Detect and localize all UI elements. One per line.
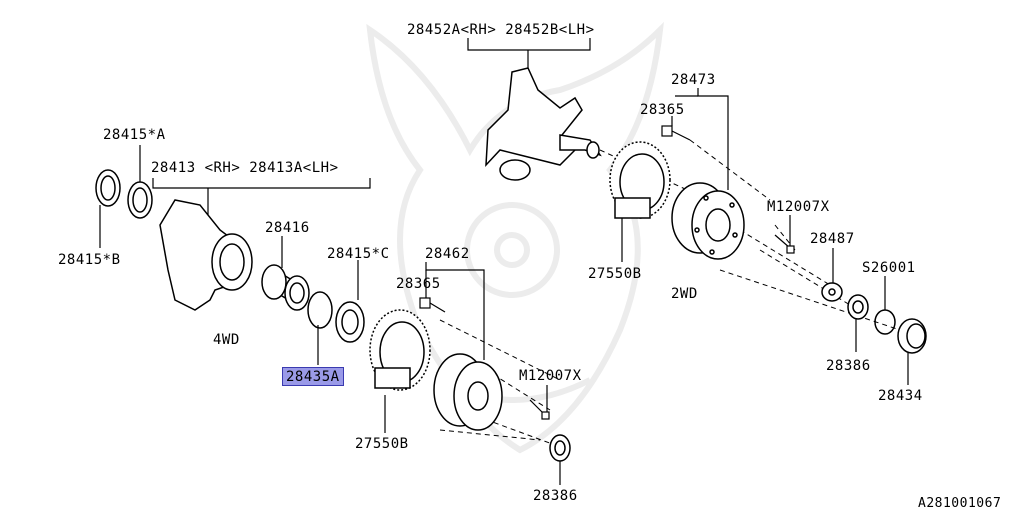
label-bolt-m-4wd: M12007X	[519, 368, 582, 384]
seal-c-part	[335, 301, 365, 343]
label-seal-b: 28415*B	[58, 252, 121, 268]
bolt-4wd-part	[419, 297, 446, 313]
label-bearing: 28416	[265, 220, 310, 236]
label-clip: S26001	[862, 260, 916, 276]
label-hub-4wd: 28462	[425, 246, 470, 262]
label-cap: 28434	[878, 388, 923, 404]
label-washer: 28487	[810, 231, 855, 247]
label-nut-2wd: 28386	[826, 358, 871, 374]
nut-4wd-part	[549, 434, 571, 462]
sensor-rotor-4wd-part	[369, 309, 431, 391]
bolt-2wd-part	[661, 125, 691, 141]
label-rear-knuckle: 28452A<RH> 28452B<LH>	[407, 22, 595, 38]
label-mode-4wd: 4WD	[213, 332, 240, 348]
label-snap-ring-highlighted[interactable]: 28435A	[282, 367, 344, 386]
label-hub-2wd: 28473	[671, 72, 716, 88]
label-seal-c: 28415*C	[327, 246, 390, 262]
rear-knuckle-part	[485, 67, 602, 181]
label-seal-a: 28415*A	[103, 127, 166, 143]
seal-a-part	[127, 181, 153, 219]
diagram-id: A281001067	[918, 496, 1002, 511]
snap-ring-part	[307, 291, 333, 329]
label-bolt-4wd: 28365	[396, 276, 441, 292]
bearing-part	[261, 264, 310, 311]
label-sensor-rotor-4wd: 27550B	[355, 436, 409, 452]
label-mode-2wd: 2WD	[671, 286, 698, 302]
cap-part	[897, 318, 927, 354]
sensor-rotor-2wd-part	[609, 141, 671, 219]
label-housing: 28413 <RH> 28413A<LH>	[151, 160, 339, 176]
clip-part	[874, 309, 896, 335]
housing-part	[159, 199, 253, 311]
hub-2wd-part	[671, 182, 745, 260]
stud-bolt-4wd-part	[529, 399, 550, 420]
label-bolt-2wd: 28365	[640, 102, 685, 118]
seal-b-part	[95, 169, 121, 207]
label-nut-4wd: 28386	[533, 488, 578, 504]
nut-2wd-part	[847, 294, 869, 320]
stud-bolt-2wd-part	[774, 234, 795, 254]
hub-4wd-part	[433, 353, 503, 431]
label-bolt-m-2wd: M12007X	[767, 199, 830, 215]
label-sensor-rotor-2wd: 27550B	[588, 266, 642, 282]
washer-part	[821, 282, 843, 302]
